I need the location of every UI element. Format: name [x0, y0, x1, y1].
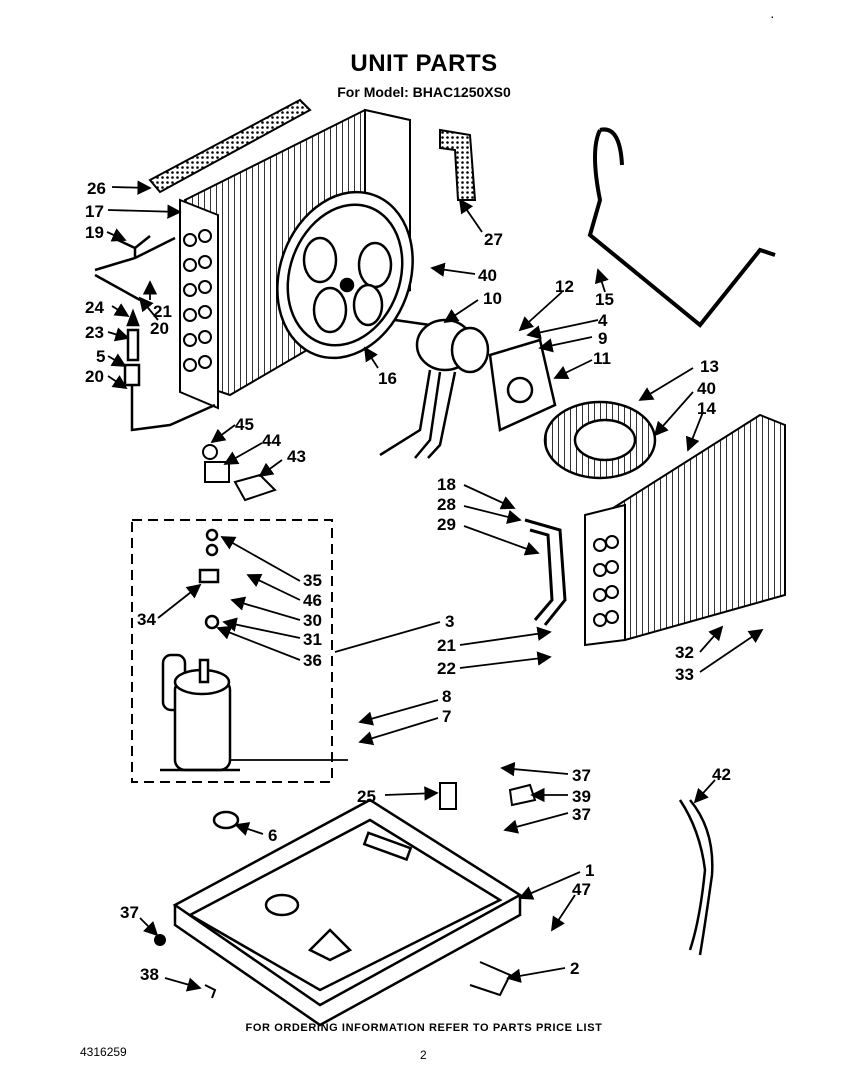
callout-45: 45	[235, 415, 254, 434]
base-pan	[172, 798, 523, 1027]
callout-3: 3	[445, 612, 454, 631]
callout-37c: 37	[120, 903, 139, 922]
callout-39: 39	[572, 787, 591, 806]
callout-13: 13	[700, 357, 719, 376]
callout-16: 16	[378, 369, 397, 388]
compressor-grommet	[212, 810, 240, 830]
callout-numbers: 26 17 19 21 24 20 23 5 20 27 40 10 16 12…	[85, 179, 731, 984]
callout-40: 40	[478, 266, 497, 285]
callout-42: 42	[712, 765, 731, 784]
callout-27: 27	[484, 230, 503, 249]
callout-24: 24	[85, 298, 104, 317]
callout-25: 25	[357, 787, 376, 806]
callout-31: 31	[303, 630, 322, 649]
callout-2: 2	[570, 959, 579, 978]
callout-40b: 40	[697, 379, 716, 398]
mounting-bracket	[439, 128, 477, 201]
refrigerant-tube-loop	[587, 129, 776, 328]
callout-33: 33	[675, 665, 694, 684]
callout-6: 6	[268, 826, 277, 845]
callout-32: 32	[675, 643, 694, 662]
callout-30: 30	[303, 611, 322, 630]
wire-harness	[678, 799, 714, 956]
callout-36: 36	[303, 651, 322, 670]
corner-mark: ·	[770, 8, 775, 24]
callout-21b: 21	[437, 636, 456, 655]
model-subtitle: For Model: BHAC1250XS0	[337, 84, 511, 100]
callout-11: 11	[593, 349, 611, 368]
motor-mount-bracket	[488, 338, 557, 432]
callout-29: 29	[437, 515, 456, 534]
capillary-tubes	[94, 235, 216, 432]
callout-19: 19	[85, 223, 104, 242]
callout-22: 22	[437, 659, 456, 678]
callout-4: 4	[598, 311, 608, 330]
callout-10: 10	[483, 289, 502, 308]
control-switch-parts	[202, 444, 277, 502]
callout-44: 44	[262, 431, 281, 450]
callout-47: 47	[572, 880, 591, 899]
callout-9: 9	[598, 329, 607, 348]
callout-8: 8	[442, 687, 451, 706]
fan-shroud	[276, 190, 414, 360]
callout-14: 14	[697, 399, 716, 418]
page-number: 2	[420, 1048, 427, 1062]
callout-20b: 20	[85, 367, 104, 386]
document-number: 4316259	[80, 1045, 127, 1059]
leader-lines	[106, 180, 764, 992]
callout-15: 15	[595, 290, 614, 309]
callout-20: 20	[150, 319, 169, 338]
callout-35: 35	[303, 571, 322, 590]
insulation-strip	[148, 98, 312, 194]
callout-12: 12	[555, 277, 574, 296]
callout-5: 5	[96, 347, 105, 366]
callout-34: 34	[137, 610, 156, 629]
evaporator-coil	[524, 413, 786, 647]
page-title: UNIT PARTS	[350, 50, 498, 77]
ordering-note: FOR ORDERING INFORMATION REFER TO PARTS …	[245, 1022, 603, 1034]
callout-21: 21	[153, 302, 172, 321]
callout-46: 46	[303, 591, 322, 610]
blower-wheel	[543, 400, 657, 480]
callout-26: 26	[87, 179, 106, 198]
fan-motor	[379, 318, 490, 459]
callout-37b: 37	[572, 805, 591, 824]
callout-1: 1	[585, 861, 594, 880]
callout-43: 43	[287, 447, 306, 466]
callout-7: 7	[442, 707, 451, 726]
callout-28: 28	[437, 495, 456, 514]
callout-38: 38	[140, 965, 159, 984]
compressor-assembly-box	[131, 519, 333, 783]
hardware-parts	[154, 782, 537, 999]
callout-18: 18	[437, 475, 456, 494]
callout-17: 17	[85, 202, 104, 221]
callout-37: 37	[572, 766, 591, 785]
compressor	[160, 528, 240, 772]
callout-23: 23	[85, 323, 104, 342]
